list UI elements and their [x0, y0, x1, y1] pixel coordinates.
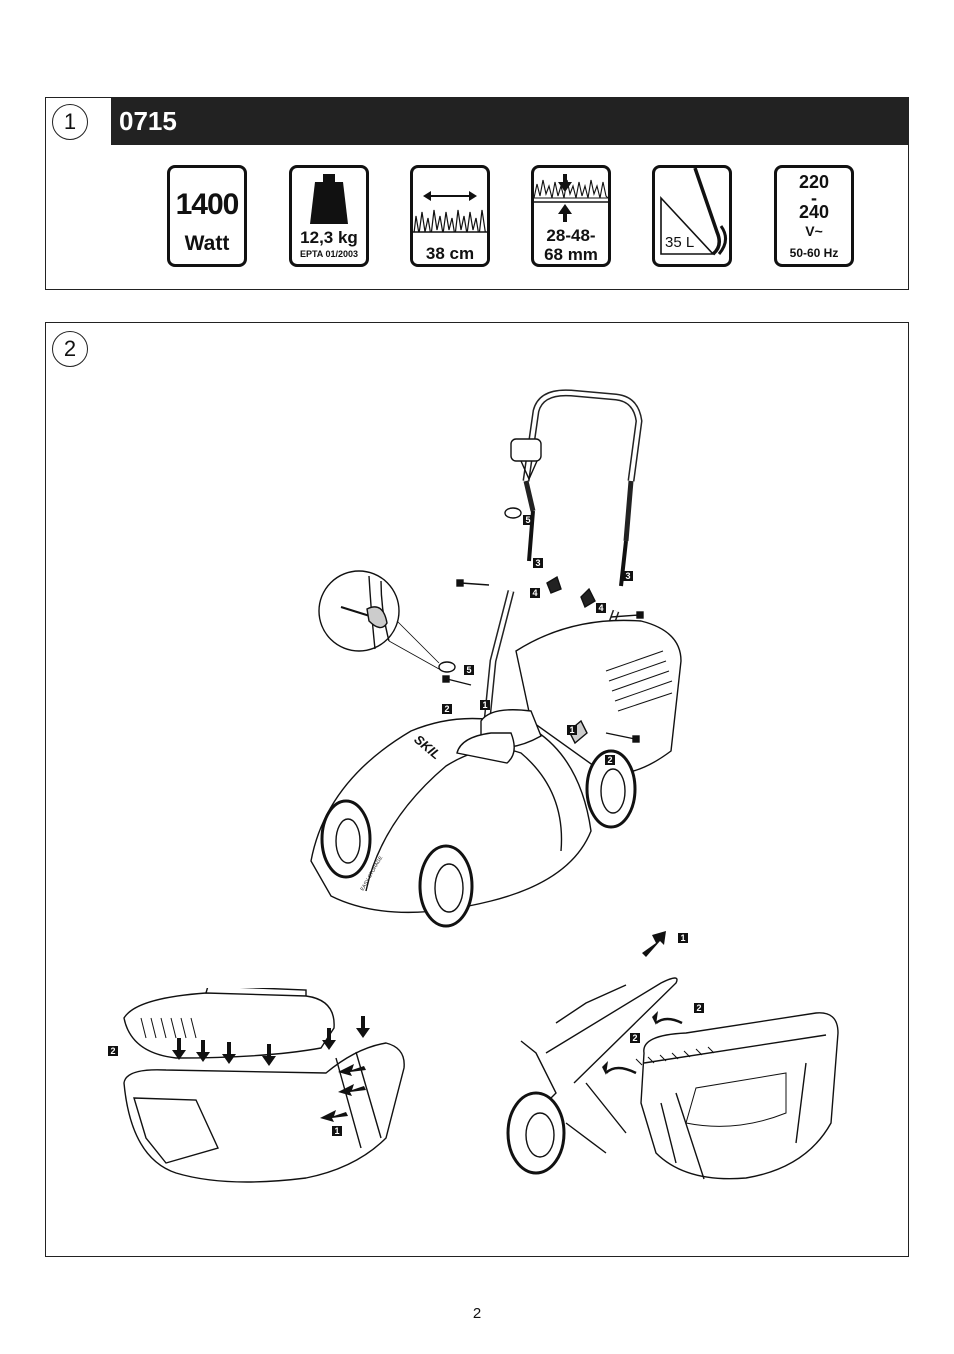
panel-number: 2 — [52, 331, 88, 367]
cutting-height-spec-box: 28-48- 68 mm — [531, 165, 611, 267]
panel-number: 1 — [52, 104, 88, 140]
bag-capacity-value: 35 L — [665, 234, 695, 251]
voltage-min: 220 — [798, 172, 830, 192]
callout-5-lower: 5 — [466, 665, 471, 675]
attach-callout-2-upper: 2 — [696, 1003, 701, 1013]
callout-4-left: 4 — [532, 588, 537, 598]
power-spec-box: 1400 Watt — [167, 165, 247, 267]
cutting-height-line1: 28-48- — [546, 226, 596, 245]
weight-icon — [310, 174, 348, 224]
attach-callout-2-lower: 2 — [632, 1033, 637, 1043]
bag-callout-1: 1 — [334, 1126, 339, 1136]
voltage-unit: V~ — [805, 223, 823, 239]
cutting-width-value: 38 cm — [425, 244, 475, 263]
callout-1-left: 1 — [482, 700, 487, 710]
cutting-height-line2: 68 mm — [544, 245, 598, 264]
cutting-height-icon — [534, 174, 608, 222]
callout-2-left: 2 — [444, 704, 449, 714]
cutting-width-spec-box: 38 cm — [410, 165, 490, 267]
voltage-max: 240 — [798, 202, 830, 222]
grass-bag-icon — [660, 168, 727, 256]
model-number: 0715 — [119, 106, 177, 136]
callout-1-right: 1 — [569, 725, 574, 735]
attach-callout-1: 1 — [680, 933, 685, 943]
cutting-width-icon — [413, 191, 487, 264]
weight-value: 12,3 kg — [300, 228, 358, 247]
assembly-panel: 2 — [45, 322, 909, 1257]
page-number: 2 — [472, 1305, 482, 1322]
bag-capacity-spec-box: 35 L — [652, 165, 732, 267]
mower-assembly-illustration: SKIL EASY STORAGE 5 3 4 3 4 5 1 2 1 2 — [310, 389, 682, 928]
weight-standard: EPTA 01/2003 — [299, 249, 359, 259]
callout-3-left: 3 — [535, 558, 540, 568]
voltage-dash: - — [811, 188, 817, 208]
callout-3-right: 3 — [625, 571, 630, 581]
callout-2-right: 2 — [607, 755, 612, 765]
specifications-panel: 1 0715 1400 Watt 12,3 kg EPTA 01/2003 38… — [45, 97, 909, 290]
callout-4-right: 4 — [598, 603, 603, 613]
callout-5-upper: 5 — [525, 515, 530, 525]
model-title-bar: 0715 — [111, 98, 908, 145]
power-value: 1400 — [175, 188, 240, 221]
voltage-spec-box: 220 - 240 V~ 50-60 Hz — [774, 165, 854, 267]
bag-callout-2: 2 — [110, 1046, 115, 1056]
frequency-value: 50-60 Hz — [789, 246, 839, 260]
power-unit: Watt — [184, 232, 230, 255]
bag-attach-illustration: 1 2 2 — [506, 931, 839, 1180]
grass-bag-assembly-illustration: 2 1 — [108, 988, 405, 1183]
weight-spec-box: 12,3 kg EPTA 01/2003 — [289, 165, 369, 267]
